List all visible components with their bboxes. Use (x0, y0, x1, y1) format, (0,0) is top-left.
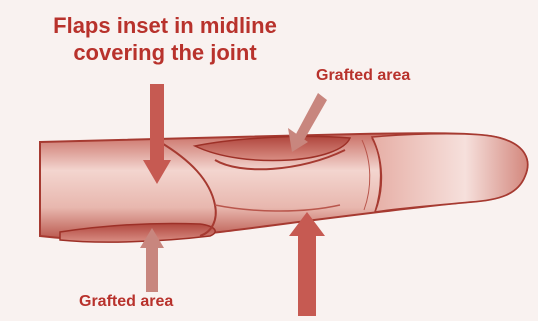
grafted-area-label-top: Grafted area (316, 67, 410, 85)
flaps-label-line1: Flaps inset in midline (30, 12, 300, 39)
flaps-label-line2: covering the joint (30, 39, 300, 66)
fingertip (372, 134, 528, 212)
grafted-area-label-bottom: Grafted area (79, 293, 173, 311)
flaps-label: Flaps inset in midline covering the join… (30, 12, 300, 66)
arrow-joint (289, 212, 325, 316)
